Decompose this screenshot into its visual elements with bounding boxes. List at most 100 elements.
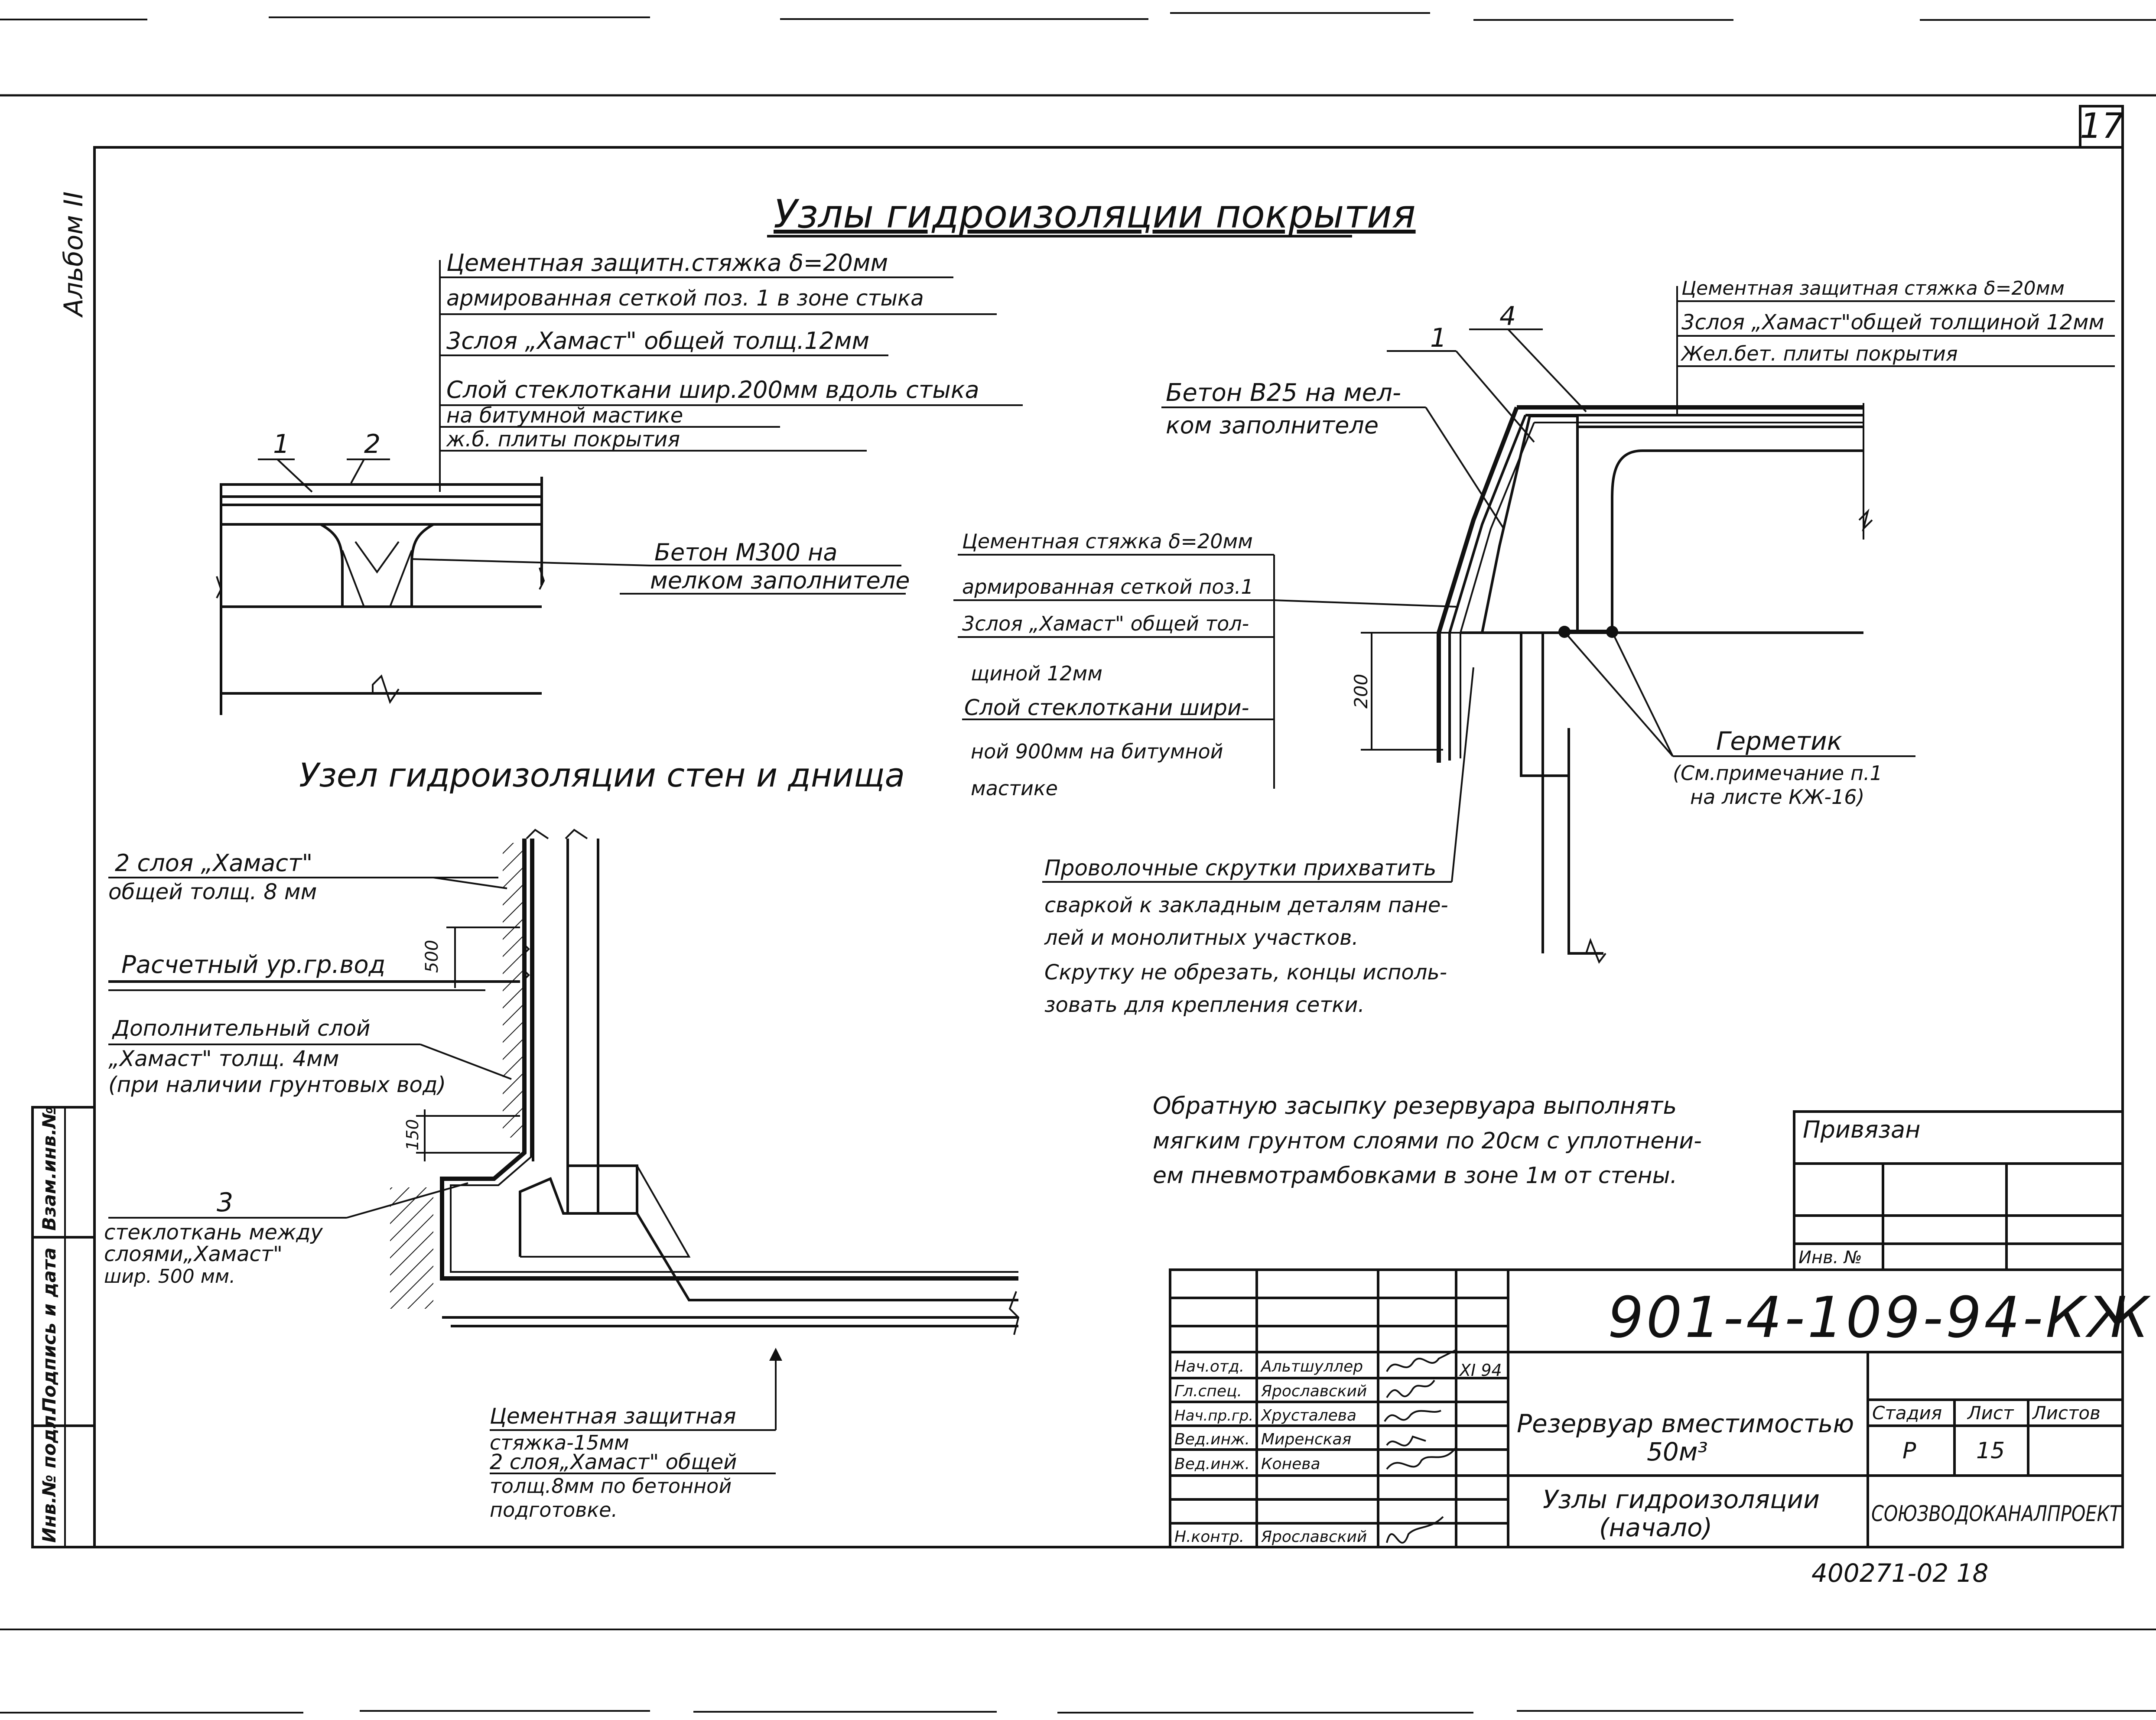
sheet-number: 17 [2080,106,2124,146]
stage-header: Стадия [1872,1402,1942,1424]
wall-label-3b: „Хамаст" толщ. 4мм [108,1046,339,1071]
roof-label-5: на битумной мастике [446,403,683,428]
backfill-note-1: Обратную засыпку резервуара выполнять [1153,1092,1677,1119]
roof-label-6: ж.б. плиты покрытия [446,427,680,452]
roof-leader-2 [350,459,365,484]
album-label: Альбом II [59,192,89,318]
backfill-note-3: ем пневмотрамбовками в зоне 1м от стены. [1153,1163,1677,1189]
wall-label-3c: (при наличии грунтовых вод) [108,1072,446,1097]
bottom-note-3: 2 слоя„Хамаст" общей [490,1450,737,1474]
sealant-leader-b [1611,631,1674,757]
sealant-note-2: на листе КЖ-16) [1690,785,1864,809]
right-marker-4: 4 [1499,301,1516,332]
person-role-1: Нач.отд. [1174,1358,1244,1375]
right-membrane-outer [1437,405,1863,763]
wall-membrane-inner [450,839,1018,1273]
bottom-note-5: подготовке. [490,1498,618,1522]
roof-concrete-note-2: мелком заполнителе [650,567,910,594]
wall-marker-3: 3 [217,1187,233,1218]
person-name-5: Конева [1261,1455,1320,1473]
dim-500 [446,927,520,988]
wire-note-4: Скрутку не обрезать, концы исполь- [1044,960,1447,985]
bottom-stamp: 400271-02 18 [1811,1558,1988,1588]
person-role-4: Вед.инж. [1174,1431,1250,1448]
roof-label-4: Слой стеклоткани шир.200мм вдоль стыка [446,376,979,403]
wall-label-1b: общей толщ. 8 мм [108,879,317,904]
wall-label-4b: слоями„Хамаст" [104,1242,283,1266]
roof-break-left [216,576,222,598]
person-name-4: Миренская [1261,1431,1351,1448]
sealant-note-1: (См.примечание п.1 [1673,761,1883,785]
right-membrane-inner [1448,414,1863,761]
person-name-3: Хрусталева [1260,1407,1356,1424]
wire-note-5: зовать для крепления сетки. [1044,993,1365,1017]
right-membrane-3 [1460,422,1863,758]
person-name-2: Ярославский [1261,1382,1367,1400]
person-role-2: Гл.спец. [1174,1382,1242,1400]
roof-marker-2: 2 [364,429,380,459]
privyazan-inv: Инв. № [1798,1248,1862,1268]
roof-leader-1 [276,458,313,493]
right-leader-4 [1507,328,1587,413]
right-concrete-fill [1480,415,1579,634]
right-lower-wall [1520,633,1603,955]
right-top-label-2: 3слоя „Хамаст"общей толщиной 12мм [1681,310,2104,335]
main-title: Узлы гидроизоляции покрытия [774,192,1416,237]
dim-200-label: 200 [1350,674,1372,709]
sheet-header: Лист [1967,1402,2014,1424]
person-name-1: Альтшуллер [1260,1358,1363,1375]
right-concrete-note-2: ком заполнителе [1166,412,1379,439]
drawing-frame [93,146,2124,1548]
privyazan-box [1793,1110,2124,1271]
side-stamp-signature-date: Подпись и дата [39,1248,60,1413]
roof-screed-layer [220,483,543,498]
right-left-label-5: Слой стеклоткани шири- [964,695,1249,720]
right-left-label-4: щиной 12мм [971,662,1102,685]
side-stamp-inv-original: Инв.№ подл. [39,1408,60,1543]
person-role-5: Вед.инж. [1174,1455,1250,1473]
roof-marker-1: 1 [273,429,289,459]
wall-label-2: Расчетный ур.гр.вод [121,951,385,979]
right-top-label-1: Цементная защитная стяжка δ=20мм [1681,277,2065,299]
wall-node: 2 слоя „Хамаст" общей толщ. 8 мм Расчетн… [104,829,1020,1522]
dim-500-label: 500 [422,940,442,973]
base-soil-hatch [390,1187,433,1309]
wall-leader-1 [433,877,507,889]
wall-label-3a: Дополнительный слой [112,1016,370,1041]
right-top-label-3: Жел.бет. плиты покрытия [1680,342,1958,365]
sealant-leader-a [1564,631,1674,757]
right-left-label-3: 3слоя „Хамаст" общей тол- [962,612,1249,635]
dim-150 [416,1109,520,1161]
wall-label-4a: стеклоткань между [104,1220,323,1245]
roof-break-mark [372,674,400,704]
wire-note-1: Проволочные скрутки прихватить [1044,855,1436,881]
roof-joint-hatch [341,541,413,607]
wall-leader-2 [420,1044,512,1080]
wall-label-1a: 2 слоя „Хамаст" [115,849,312,877]
right-left-label-2: армированная сеткой поз.1 [962,575,1254,598]
right-node: Цементная защитная стяжка δ=20мм 3слоя „… [953,277,2115,1017]
wall-soil-hatch [503,843,524,1138]
scan-edge-lines [0,12,2156,1713]
sealant-title: Герметик [1716,726,1842,756]
bottom-note-2: стяжка-15мм [490,1431,629,1454]
right-left-label-1: Цементная стяжка δ=20мм [962,530,1253,553]
person-role-7: Н.контр. [1174,1528,1244,1546]
object-title-2: 50м³ [1647,1437,1708,1466]
person-name-7: Ярославский [1261,1528,1367,1546]
bottom-note-4: толщ.8мм по бетонной [490,1474,732,1498]
drawing-title-1: Узлы гидроизоляции [1543,1485,1820,1514]
roof-joint-concrete [315,523,439,608]
right-slab-outline [1577,426,1863,633]
bottom-note-1: Цементная защитная [490,1404,736,1429]
drawing-title-2: (начало) [1599,1513,1712,1542]
stage-value: Р [1902,1438,1916,1464]
wire-note-3: лей и монолитных участков. [1044,926,1359,950]
privyazan-title: Привязан [1803,1116,1920,1143]
roof-concrete-leader [411,558,650,566]
right-concrete-note-1: Бетон В25 на мел- [1166,379,1401,407]
wall-label-4c: шир. 500 мм. [104,1265,235,1288]
roof-break-right [539,567,545,590]
approval-date: XI 94 [1459,1361,1502,1380]
